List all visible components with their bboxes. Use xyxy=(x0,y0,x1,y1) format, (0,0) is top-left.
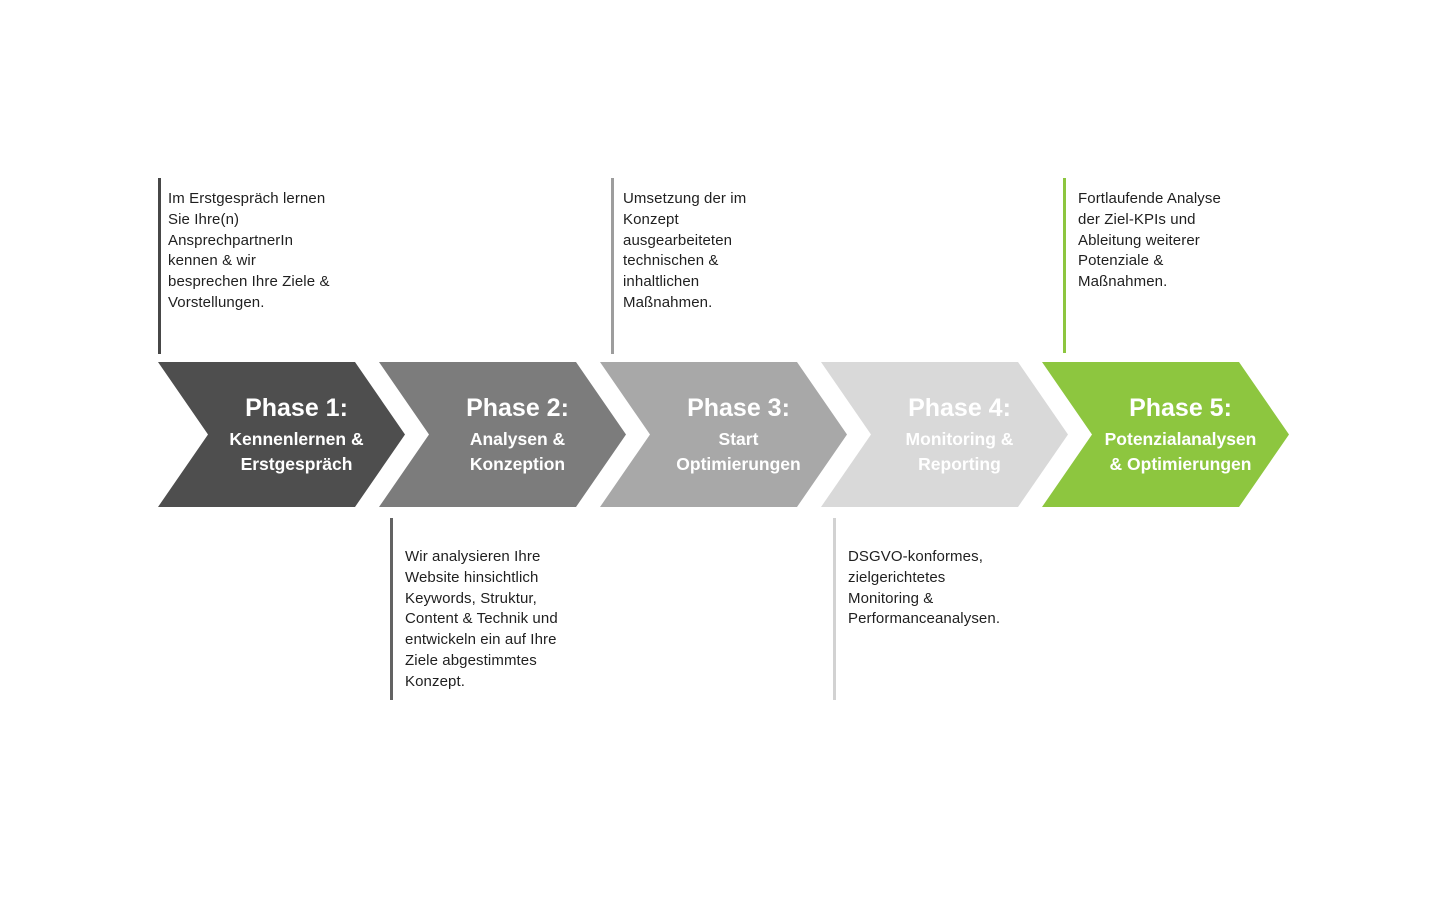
phase-arrow-2: Phase 2: Analysen & Konzeption xyxy=(379,362,626,507)
note-text-phase-5: Fortlaufende Analyse der Ziel-KPIs und A… xyxy=(1078,190,1221,291)
note-line-phase-4 xyxy=(833,518,836,700)
note-text-phase-1: Im Erstgespräch lernen Sie Ihre(n) Anspr… xyxy=(168,190,330,311)
phase-5-subtitle: Potenzialanalysen & Optimierungen xyxy=(1104,428,1257,474)
note-text-phase-4: DSGVO-konformes, zielgerichtetes Monitor… xyxy=(848,548,1001,628)
phase-1-subtitle: Kennenlernen & Erstgespräch xyxy=(229,428,364,474)
note-line-phase-5 xyxy=(1063,178,1066,353)
phase-arrow-4: Phase 4: Monitoring & Reporting xyxy=(821,362,1068,507)
note-line-phase-2 xyxy=(390,518,393,700)
phase-4-subtitle: Monitoring & Reporting xyxy=(905,428,1014,474)
phase-arrow-1: Phase 1: Kennenlernen & Erstgespräch xyxy=(158,362,405,507)
note-line-phase-1 xyxy=(158,178,161,354)
phase-arrow-3: Phase 3: Start Optimierungen xyxy=(600,362,847,507)
phase-2-subtitle: Analysen & Konzeption xyxy=(469,428,566,474)
phase-3-title: Phase 3: xyxy=(687,393,790,422)
phase-2-title: Phase 2: xyxy=(466,393,569,422)
note-line-phase-3 xyxy=(611,178,614,354)
note-text-phase-3: Umsetzung der im Konzept ausgearbeiteten… xyxy=(623,190,747,311)
phase-4-title: Phase 4: xyxy=(908,393,1011,422)
phase-5-title: Phase 5: xyxy=(1129,393,1232,422)
phase-3-subtitle: Start Optimierungen xyxy=(676,428,801,474)
note-text-phase-2: Wir analysieren Ihre Website hinsichtlic… xyxy=(405,548,558,690)
phase-1-title: Phase 1: xyxy=(245,393,348,422)
phase-arrow-5: Phase 5: Potenzialanalysen & Optimierung… xyxy=(1042,362,1289,507)
